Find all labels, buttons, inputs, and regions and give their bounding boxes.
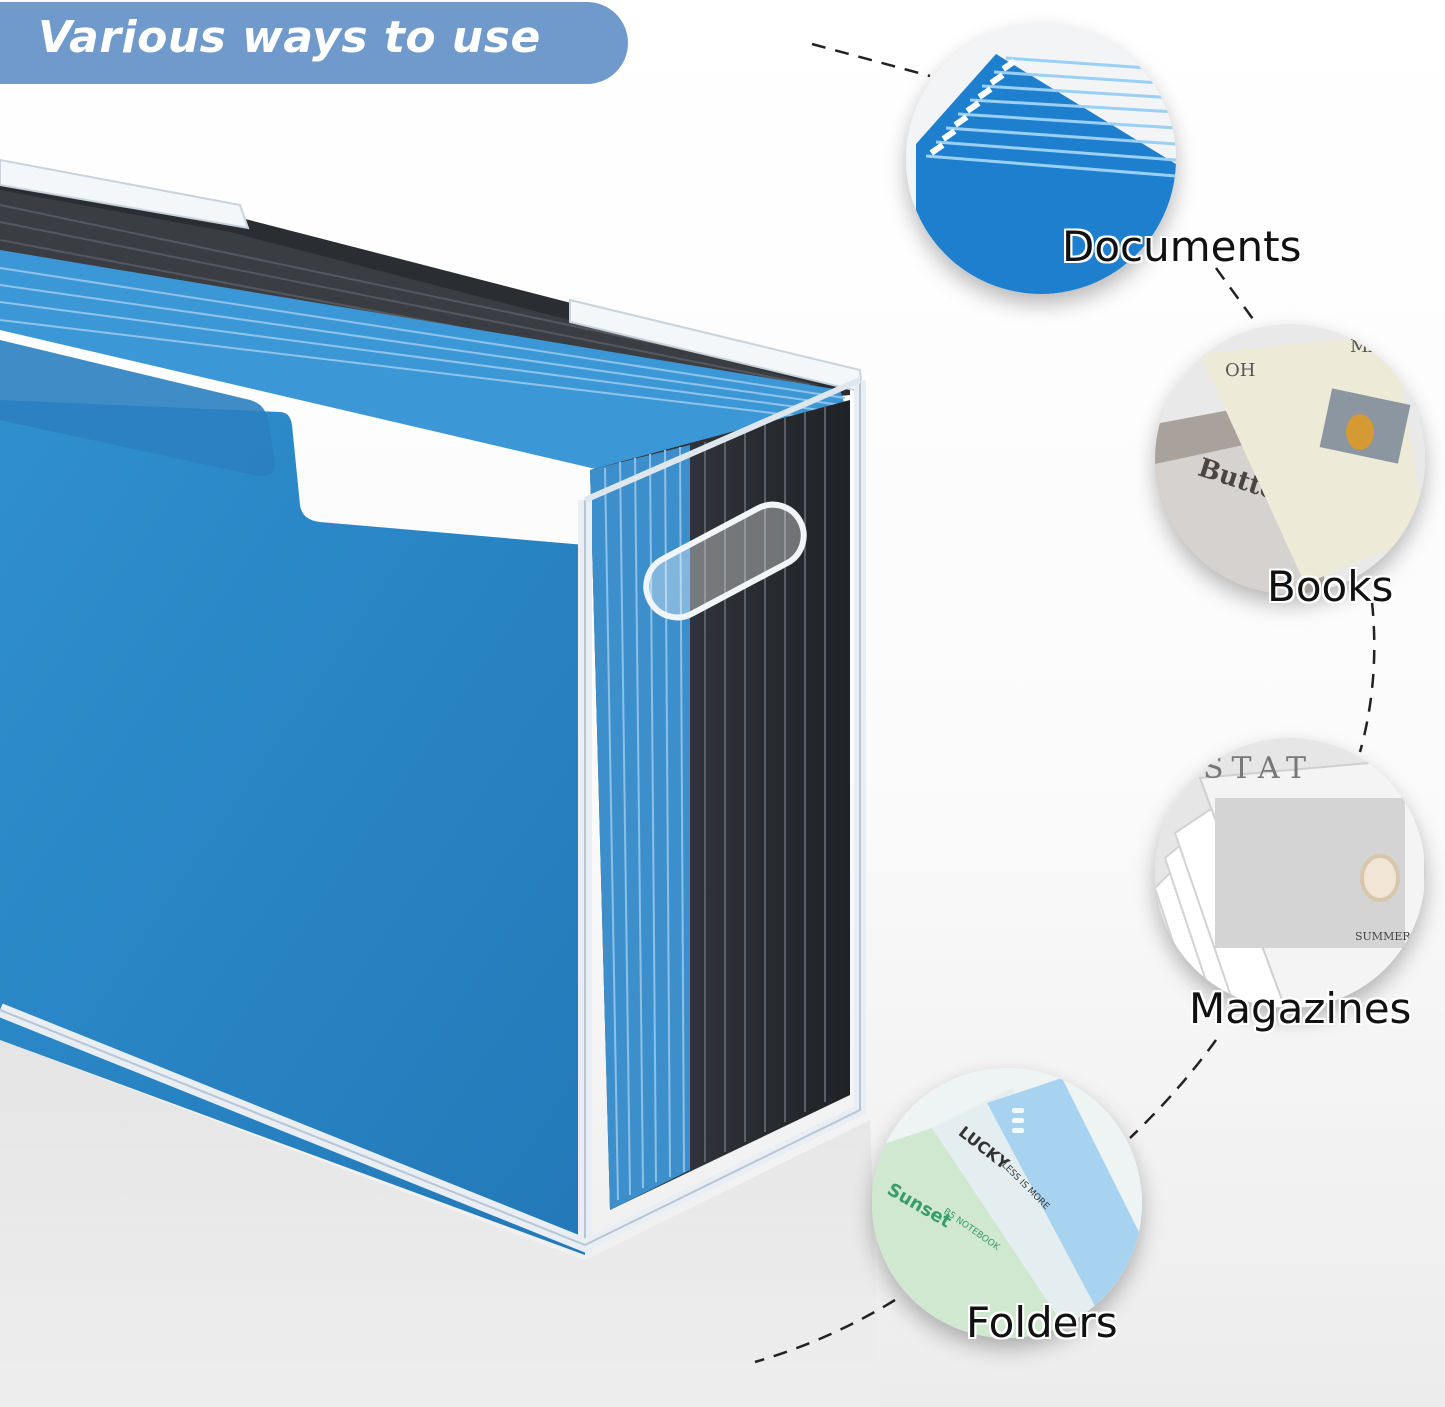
- front-blue-folder: [0, 400, 585, 1255]
- documents-label: Documents: [1062, 222, 1302, 271]
- folders-label: Folders: [966, 1298, 1118, 1347]
- side-handle-slot: [643, 501, 807, 621]
- folders-photo-icon: Sunset B5 NOTEBOOK LUCKY LESS IS MORE: [872, 1068, 1142, 1338]
- magazine-caption-text: SUMMER WI: [1355, 930, 1425, 943]
- books-photo-icon: Butter OH MA: [1155, 324, 1425, 594]
- book-cover-top-right-text: MA: [1350, 336, 1382, 357]
- folder-stack-side: [590, 400, 850, 1210]
- documents-photo-icon: [906, 24, 1176, 294]
- banner-title: Various ways to use: [38, 12, 541, 63]
- blue-folder-tabs: [0, 250, 850, 470]
- acrylic-rail-left: [0, 158, 250, 230]
- folder-cutout-tab: [0, 340, 276, 477]
- book-cover-top-text: OH: [1225, 360, 1255, 381]
- folders-circle: Sunset B5 NOTEBOOK LUCKY LESS IS MORE: [872, 1068, 1142, 1338]
- magazines-photo-icon: STAT SUMMER WI: [1155, 738, 1425, 1008]
- title-banner: Various ways to use: [0, 2, 628, 84]
- magazines-label: Magazines: [1189, 984, 1412, 1033]
- magazine-title-text: STAT: [1203, 751, 1314, 786]
- books-label: Books: [1267, 562, 1394, 611]
- acrylic-file-box-illustration: [0, 158, 880, 1407]
- floor-shadow: [0, 1040, 880, 1407]
- books-circle: Butter OH MA: [1155, 324, 1425, 594]
- documents-circle: [906, 24, 1176, 294]
- acrylic-box-frame: [0, 377, 866, 1256]
- magazines-circle: STAT SUMMER WI: [1155, 738, 1425, 1008]
